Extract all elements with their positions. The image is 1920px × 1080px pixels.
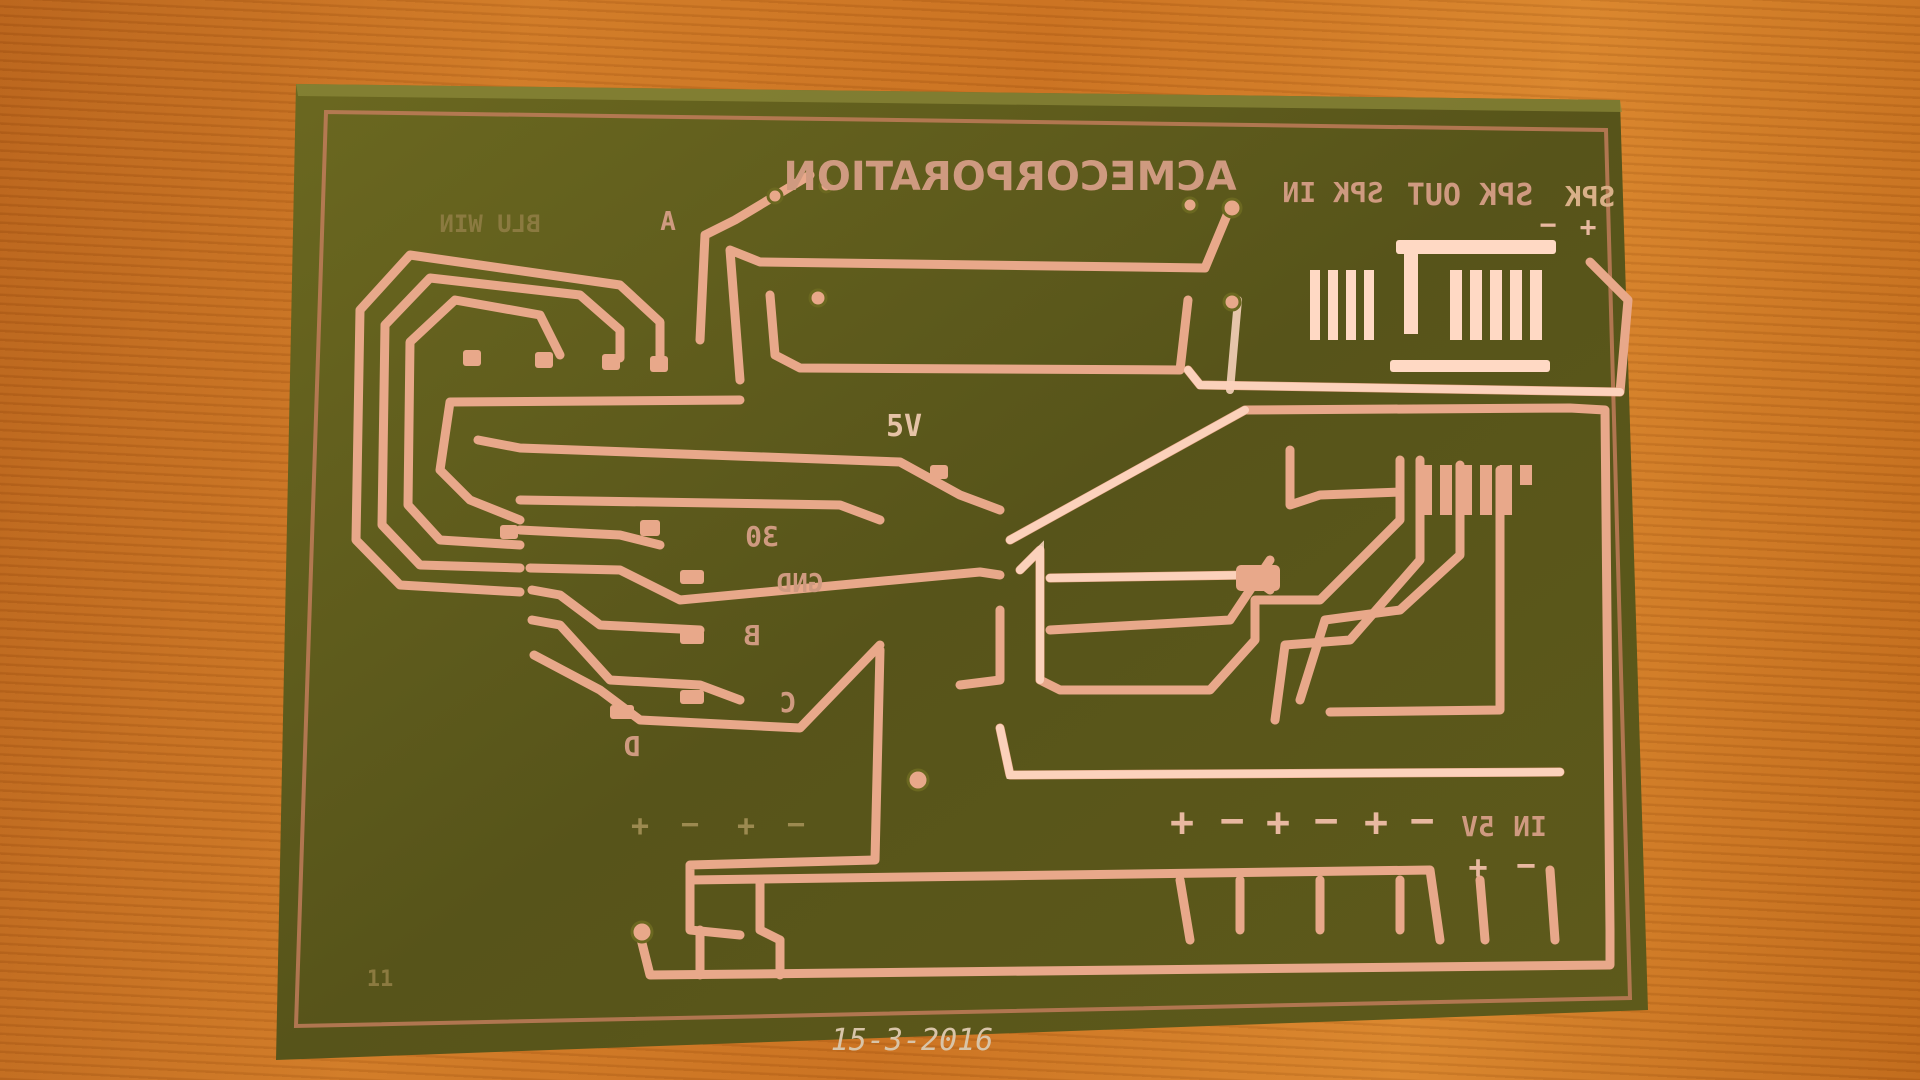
label-marker: 11	[367, 967, 394, 992]
minus-symbol: −	[1220, 798, 1244, 844]
label-5v-bottom: 5V	[1461, 810, 1495, 843]
plus-symbol: +	[1266, 800, 1290, 846]
handwritten-date: 15-3-2016	[831, 1023, 994, 1058]
spk-connector-pads	[1310, 240, 1556, 372]
plus-symbol: +	[1468, 848, 1487, 886]
board-edge-highlight	[296, 84, 1622, 112]
label-d: D	[624, 730, 641, 763]
label-c: C	[780, 686, 797, 719]
plus-symbol: +	[1170, 800, 1194, 846]
label-b: B	[744, 619, 761, 652]
minus-symbol: −	[1516, 846, 1535, 884]
ic-pads	[1236, 465, 1532, 591]
label-5v: 5V	[886, 409, 922, 444]
label-a: A	[660, 207, 676, 237]
copper-glare	[996, 296, 1624, 780]
polarity-symbols: + − + − + − + − + − + − + −	[631, 208, 1596, 886]
plus-symbol: +	[1364, 800, 1388, 846]
minus-symbol: −	[1410, 798, 1434, 844]
board-frame-trace	[293, 109, 1633, 1029]
minus-symbol: −	[787, 807, 805, 842]
plus-symbol: +	[737, 809, 755, 844]
label-spk-out: SPK OUT	[1407, 178, 1533, 213]
minus-symbol: −	[1314, 798, 1338, 844]
logo-text: ACMECORPORATION	[783, 154, 1236, 200]
drill-pads	[630, 178, 1243, 944]
minus-symbol: −	[1540, 208, 1557, 241]
label-spk: SPK	[1565, 180, 1616, 213]
plus-symbol: +	[631, 809, 649, 844]
label-gnd: GND	[777, 569, 824, 599]
label-bat: BLU WIN	[439, 210, 540, 238]
left-pads	[463, 350, 948, 719]
label-spk-in: SPK IN	[1282, 176, 1383, 209]
plus-symbol: +	[1580, 210, 1597, 243]
label-30: 30	[745, 520, 779, 553]
etched-labels: ACMECORPORATION SPK OUT SPK SPK IN BLU W…	[367, 154, 1616, 992]
label-in: IN	[1513, 810, 1547, 843]
minus-symbol: −	[681, 807, 699, 842]
